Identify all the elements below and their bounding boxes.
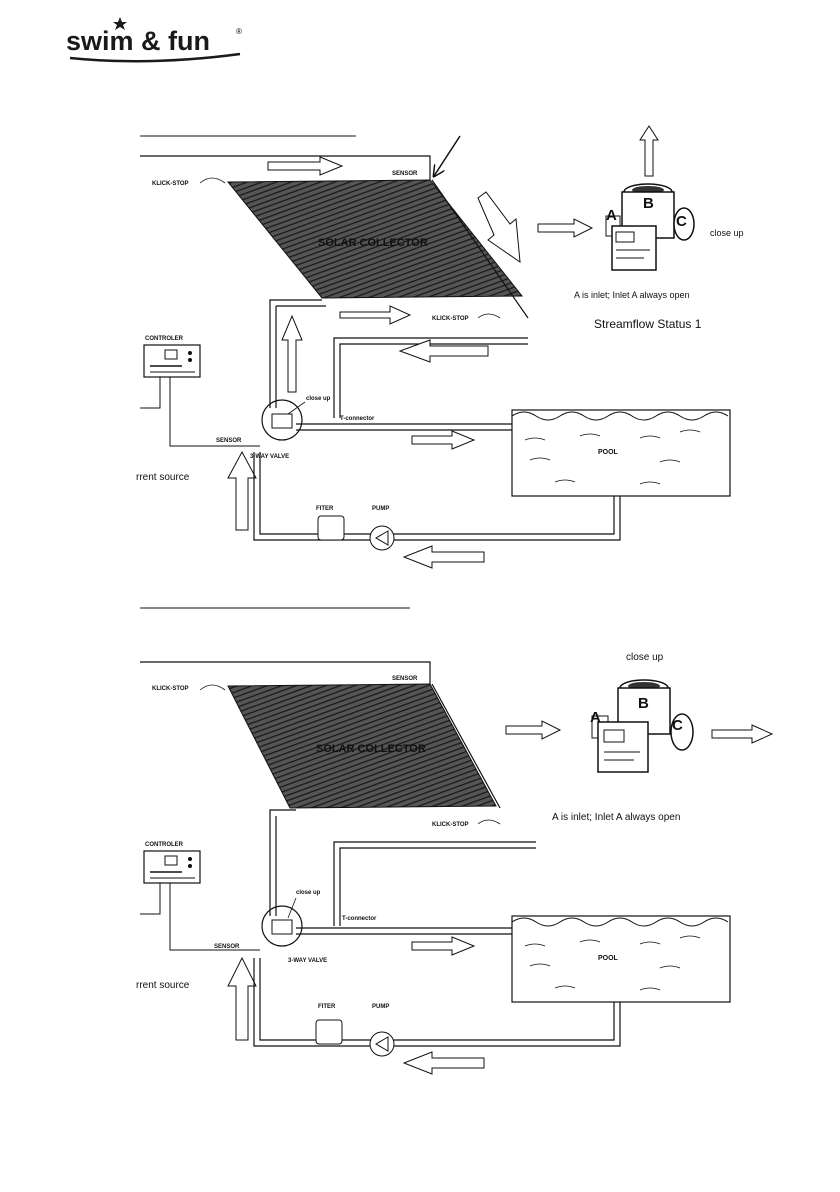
flow-arrow-to-pool-2 — [411, 936, 476, 956]
filter-label-2: FITER — [318, 1004, 336, 1010]
sensor-top-label: SENSOR — [392, 171, 418, 177]
sensor-bottom-label-2: SENSOR — [214, 944, 240, 950]
pool-water-surface — [511, 411, 729, 421]
flow-arrow-collector-out — [339, 305, 412, 325]
sensor-wire — [169, 377, 260, 447]
flow-arrow-out-top — [639, 125, 659, 177]
flow-arrow-diagonal — [477, 191, 521, 264]
logo-swoosh — [69, 52, 241, 63]
close-up-label-2: close up — [626, 652, 664, 663]
controller-label: CONTROLER — [145, 336, 184, 342]
flow-arrow-up-valve — [281, 314, 303, 393]
t-connector-label-2: T-connector — [342, 916, 377, 922]
sensor-bottom-label: SENSOR — [216, 438, 242, 444]
brand-name: swim & fun — [66, 26, 210, 56]
pool-label-2: POOL — [598, 955, 619, 962]
collector-return-line — [431, 179, 529, 319]
filter-box — [317, 515, 345, 541]
return-pipe — [333, 337, 528, 418]
close-up-small-label-2: close up — [296, 890, 321, 896]
three-way-valve-circle-2 — [261, 905, 303, 947]
brand-registered: ® — [236, 27, 242, 36]
collector-feed-pipe-2 — [269, 809, 296, 916]
valve-label-2: 3-WAY VALVE — [288, 958, 327, 964]
status-label: Streamflow Status 1 — [594, 317, 702, 331]
valve-port-a: A — [606, 207, 617, 224]
solar-collector-panel-2 — [227, 683, 497, 809]
current-source-label: rrent source — [136, 472, 190, 483]
valve-port-c: C — [676, 213, 687, 230]
inlet-note-2: A is inlet; Inlet A always open — [552, 812, 680, 823]
inlet-note: A is inlet; Inlet A always open — [574, 290, 690, 300]
current-source-label-2: rrent source — [136, 980, 190, 991]
flow-arrow-into-valve — [537, 218, 594, 238]
solar-collector-label: SOLAR COLLECTOR — [318, 237, 428, 249]
klick-stop-bottom-label: KLICK-STOP — [432, 316, 469, 322]
top-pipe-2 — [140, 661, 431, 684]
three-way-valve-circle — [261, 399, 303, 441]
sensor-pointer-arrow — [434, 135, 461, 176]
star-icon — [113, 17, 127, 30]
flow-arrow-up-source — [227, 450, 257, 531]
three-way-valve-body-2 — [271, 919, 293, 935]
filter-label: FITER — [316, 506, 334, 512]
valve-port-b: B — [643, 195, 654, 212]
sensor-top-label-2: SENSOR — [392, 676, 418, 682]
flow-arrow-to-pool — [411, 430, 476, 450]
flow-arrow-pump-return — [402, 545, 485, 569]
return-pipe-2 — [333, 841, 536, 926]
top-pipe — [140, 155, 431, 180]
close-up-small-label: close up — [306, 396, 331, 402]
brand-logo: swim & fun ® — [66, 17, 242, 63]
klick-stop-top-label-2: KLICK-STOP — [152, 686, 189, 692]
valve-closeup — [605, 183, 695, 271]
flow-arrow-return — [398, 339, 489, 363]
diagram-status-1: KLICK-STOP SENSOR SOLAR COLLECTOR KLICK-… — [136, 125, 744, 569]
valve-label: 3-WAY VALVE — [250, 454, 289, 460]
valve-closeup-2 — [591, 679, 694, 773]
flow-arrow-top — [267, 156, 344, 176]
pool-label: POOL — [598, 449, 619, 456]
flow-arrow-up-source-2 — [227, 956, 257, 1041]
pump-circle — [369, 525, 395, 551]
pump-label-2: PUMP — [372, 1004, 389, 1010]
valve-port-a-2: A — [590, 709, 601, 726]
klick-stop-clip — [199, 177, 226, 184]
diagram-status-2: KLICK-STOP SENSOR SOLAR COLLECTOR KLICK-… — [136, 607, 774, 1075]
pump-loop-pipe — [253, 452, 621, 541]
filter-box-2 — [315, 1019, 343, 1045]
valve-port-c-2: C — [672, 717, 683, 734]
solar-collector-panel — [226, 179, 524, 299]
collector-feed-pipe — [269, 299, 322, 408]
pump-label: PUMP — [372, 506, 389, 512]
valve-port-b-2: B — [638, 695, 649, 712]
controller-label-2: CONTROLER — [145, 842, 184, 848]
t-connector-label: T-connector — [340, 416, 375, 422]
flow-arrow-pump-return-2 — [402, 1051, 485, 1075]
flow-arrow-out-valve-2 — [711, 724, 774, 744]
klick-stop-bottom-label-2: KLICK-STOP — [432, 822, 469, 828]
klick-stop-top-label: KLICK-STOP — [152, 181, 189, 187]
pool-basin-2 — [511, 915, 731, 1003]
close-up-label: close up — [710, 228, 744, 238]
pump-circle-2 — [369, 1031, 395, 1057]
pool-basin — [511, 409, 731, 497]
solar-collector-label-2: SOLAR COLLECTOR — [316, 743, 426, 755]
three-way-valve-body — [271, 413, 293, 429]
flow-arrow-into-valve-2 — [505, 720, 562, 740]
